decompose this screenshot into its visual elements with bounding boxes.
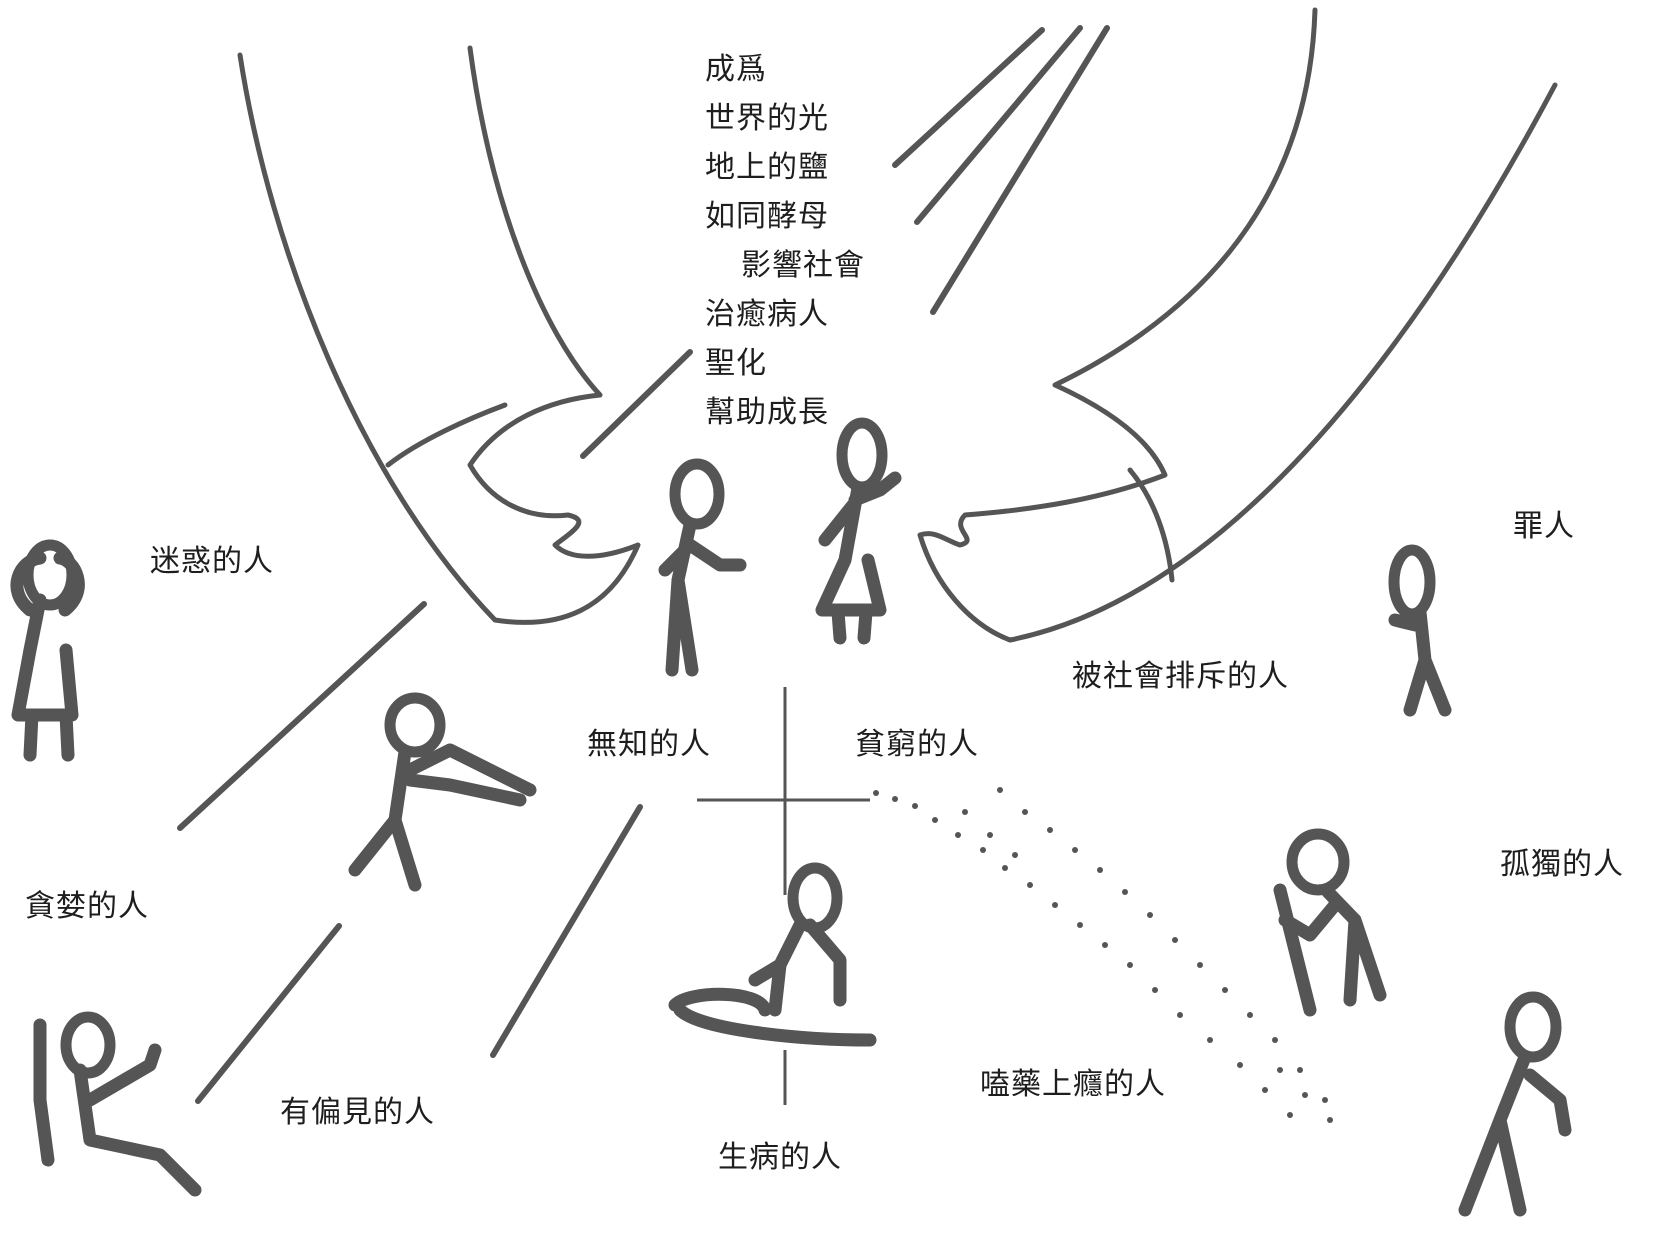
figure-sinner: [1388, 544, 1452, 717]
mission-list: 成爲 世界的光 地上的鹽 如同酵母 影響社會 治癒病人 聖化 幫助成長: [705, 45, 865, 437]
figure-confused: [10, 539, 85, 762]
dotted-path: [873, 787, 1333, 1123]
mission-line: 幫助成長: [705, 395, 829, 430]
label-greedy: 貪婪的人: [25, 889, 149, 924]
label-ignorant: 無知的人: [587, 727, 711, 762]
right-hand-outline: [917, 7, 1558, 643]
figure-jesus-left: [658, 458, 747, 677]
label-addicted: 嗑藥上癮的人: [980, 1067, 1166, 1102]
mission-line: 成爲: [705, 52, 767, 87]
cross-divider: [697, 687, 870, 1105]
mission-line: 聖化: [705, 346, 767, 381]
label-outcast: 被社會排斥的人: [1072, 659, 1289, 694]
label-poor: 貧窮的人: [855, 727, 979, 762]
label-lonely: 孤獨的人: [1500, 847, 1624, 882]
figure-jesus-right: [815, 417, 902, 645]
figure-sick: [668, 862, 877, 1047]
label-sinner: 罪人: [1513, 509, 1575, 544]
figure-prejudiced: [33, 1011, 202, 1197]
label-confused: 迷惑的人: [150, 544, 274, 579]
rays: [177, 25, 1110, 1104]
mission-line: 地上的鹽: [705, 150, 829, 185]
figure-lonely: [1458, 991, 1572, 1217]
mission-line: 治癒病人: [705, 297, 829, 332]
label-sick: 生病的人: [718, 1140, 842, 1175]
figure-greedy: [348, 692, 537, 892]
mission-line: 影響社會: [741, 248, 865, 283]
label-prejudiced: 有偏見的人: [280, 1095, 435, 1130]
left-hand-outline: [237, 45, 641, 625]
figure-elderly: [1273, 828, 1387, 1017]
mission-line: 世界的光: [705, 101, 829, 136]
mission-line: 如同酵母: [705, 199, 829, 234]
